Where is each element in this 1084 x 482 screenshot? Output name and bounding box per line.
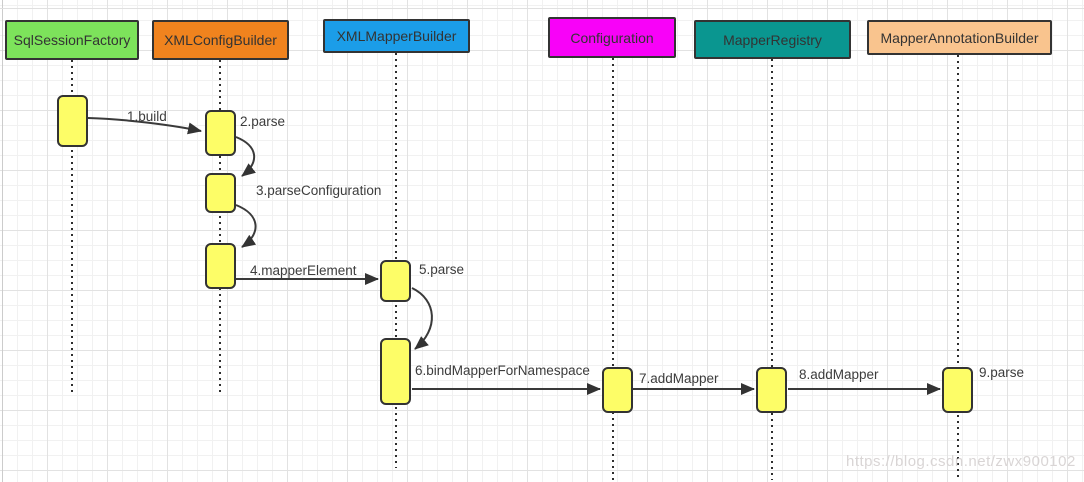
participant-mapperregistry: MapperRegistry bbox=[694, 20, 851, 59]
csdn-watermark: https://blog.csdn.net/zwx900102 bbox=[846, 453, 1076, 470]
activation-bar-9 bbox=[942, 367, 973, 413]
message-arrow-parseconfiguration-self bbox=[235, 204, 257, 248]
activation-bar-7 bbox=[602, 367, 633, 413]
activation-bar-1 bbox=[57, 95, 88, 147]
message-label-addmapper-1: 7.addMapper bbox=[639, 371, 719, 386]
message-arrow-parse2-self bbox=[411, 287, 433, 350]
message-label-parse: 2.parse bbox=[240, 114, 286, 129]
message-arrow-parse-self bbox=[235, 136, 256, 177]
message-label-mapperelement: 4.mapperElement bbox=[250, 263, 357, 278]
activation-bar-2 bbox=[205, 110, 236, 156]
participant-mapperannotationbuilder: MapperAnnotationBuilder bbox=[867, 20, 1052, 55]
message-label-bindmapperfornamespace: 6.bindMapperForNamespace bbox=[415, 363, 590, 378]
activation-bar-4 bbox=[205, 243, 236, 289]
activation-bar-5 bbox=[380, 260, 411, 302]
message-label-parseconfiguration: 3.parseConfiguration bbox=[256, 183, 382, 198]
message-label-build: 1.build bbox=[127, 109, 167, 124]
canvas-top-border bbox=[0, 8, 1084, 9]
activation-bar-3 bbox=[205, 173, 236, 213]
activation-bar-8 bbox=[756, 367, 787, 413]
participant-xmlmapperbuilder: XMLMapperBuilder bbox=[323, 19, 470, 53]
activation-bar-6 bbox=[380, 338, 411, 405]
message-label-parse3: 9.parse bbox=[979, 365, 1025, 380]
participant-sqlsessionfactory: SqlSessionFactory bbox=[5, 20, 139, 60]
participant-configuration: Configuration bbox=[548, 17, 676, 58]
participant-xmlconfigbuilder: XMLConfigBuilder bbox=[152, 20, 289, 60]
message-label-addmapper-2: 8.addMapper bbox=[799, 367, 879, 382]
canvas-left-border bbox=[2, 0, 3, 482]
message-label-parse2: 5.parse bbox=[419, 262, 465, 277]
